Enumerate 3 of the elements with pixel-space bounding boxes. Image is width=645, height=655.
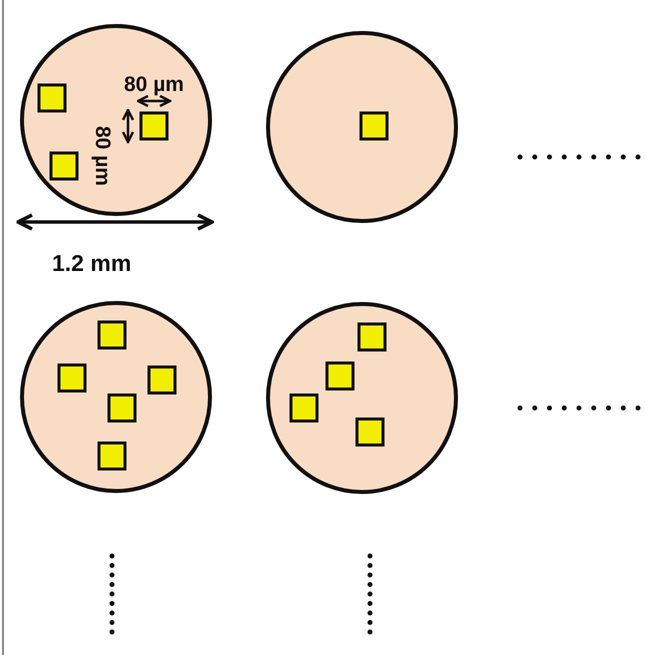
- dimension-label: 1.2 mm: [52, 252, 132, 275]
- dimension-label: 80 µm: [124, 74, 184, 95]
- dimension-label: 80 µm: [92, 126, 113, 186]
